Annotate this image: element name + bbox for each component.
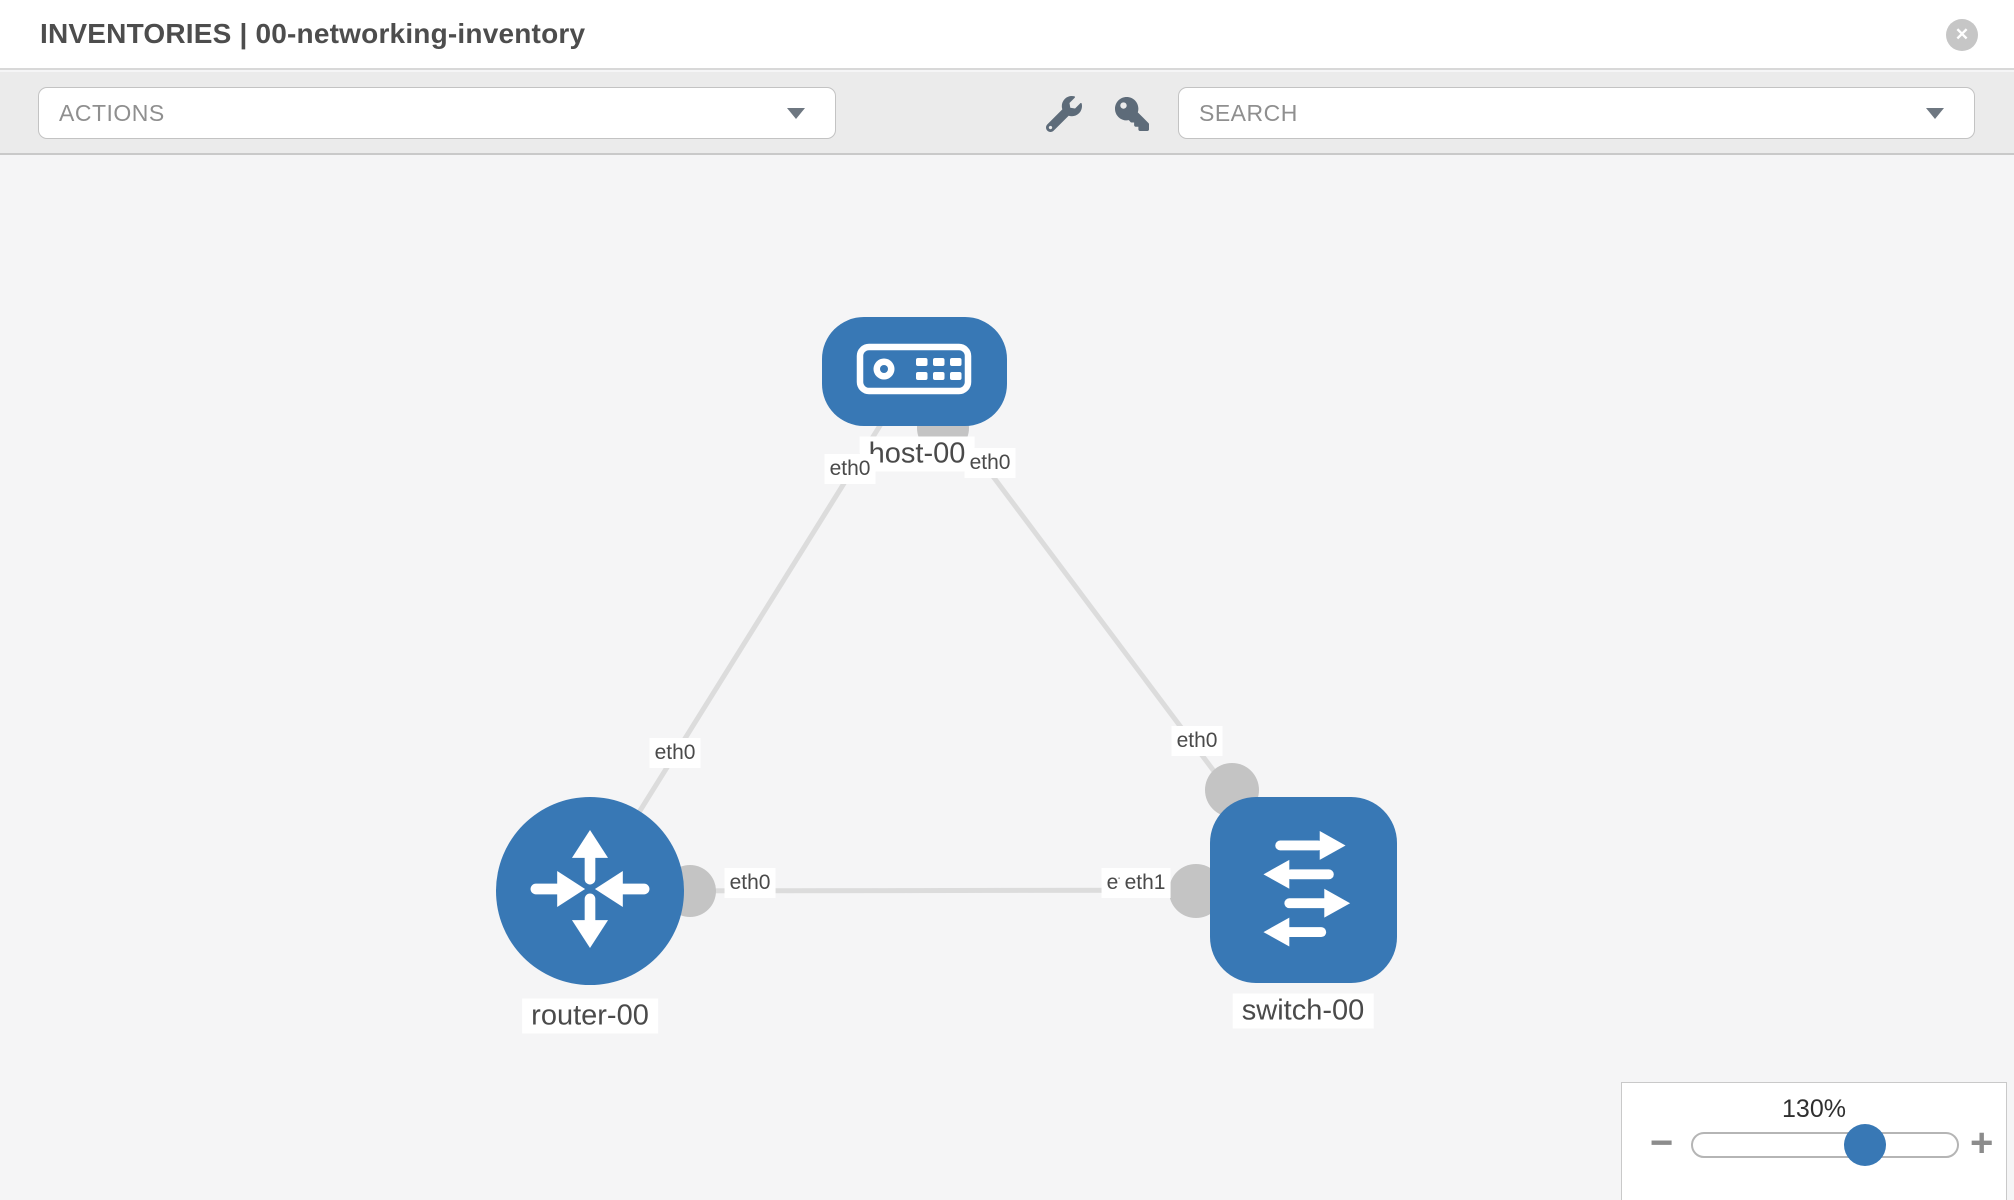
- wrench-icon: [1046, 96, 1082, 132]
- actions-dropdown-label: ACTIONS: [59, 99, 165, 126]
- page-title: INVENTORIES | 00-networking-inventory: [40, 18, 586, 49]
- node-label-switch-00: switch-00: [1232, 993, 1374, 1029]
- interface-label: eth0: [724, 868, 776, 898]
- node-host-00[interactable]: [821, 316, 1007, 426]
- node-router-00[interactable]: [496, 797, 684, 985]
- zoom-control-panel: 130% − +: [1621, 1082, 2007, 1200]
- interface-label: eth0: [964, 448, 1016, 478]
- interface-label: eth0: [824, 454, 876, 484]
- search-dropdown[interactable]: SEARCH: [1178, 87, 1975, 139]
- credentials-button[interactable]: [1110, 94, 1154, 134]
- search-dropdown-label: SEARCH: [1199, 99, 1298, 126]
- interface-label: eth0: [649, 738, 701, 768]
- node-switch-00[interactable]: [1209, 797, 1397, 983]
- chevron-down-icon: [787, 107, 805, 119]
- zoom-level: 130%: [1782, 1095, 1846, 1123]
- host-icon: [852, 336, 976, 407]
- chevron-down-icon: [1926, 107, 1944, 119]
- router-icon: [508, 807, 672, 976]
- links-layer: [587, 369, 1306, 918]
- configure-button[interactable]: [1042, 94, 1086, 134]
- zoom-slider-track[interactable]: [1691, 1124, 1959, 1166]
- zoom-in-button[interactable]: +: [1970, 1121, 1994, 1165]
- close-icon: ✕: [1954, 25, 1970, 44]
- node-label-router-00: router-00: [522, 998, 658, 1034]
- node-label-host-00: host-00: [859, 436, 975, 472]
- zoom-out-button[interactable]: −: [1650, 1121, 1674, 1165]
- switch-icon: [1227, 812, 1379, 969]
- zoom-slider-handle[interactable]: [1844, 1124, 1886, 1166]
- toolbar: ACTIONS SEARCH: [0, 72, 2014, 155]
- topology-canvas[interactable]: host-00 router-00 switch-00 eth0 eth0 eth0 e…: [0, 155, 2014, 1200]
- close-button[interactable]: ✕: [1946, 19, 1978, 51]
- interface-label: eth1: [1119, 868, 1171, 898]
- actions-dropdown[interactable]: ACTIONS: [38, 87, 836, 139]
- interface-label: eth0: [1171, 726, 1223, 756]
- header: INVENTORIES | 00-networking-inventory ✕: [0, 0, 2014, 70]
- key-icon: [1115, 97, 1149, 131]
